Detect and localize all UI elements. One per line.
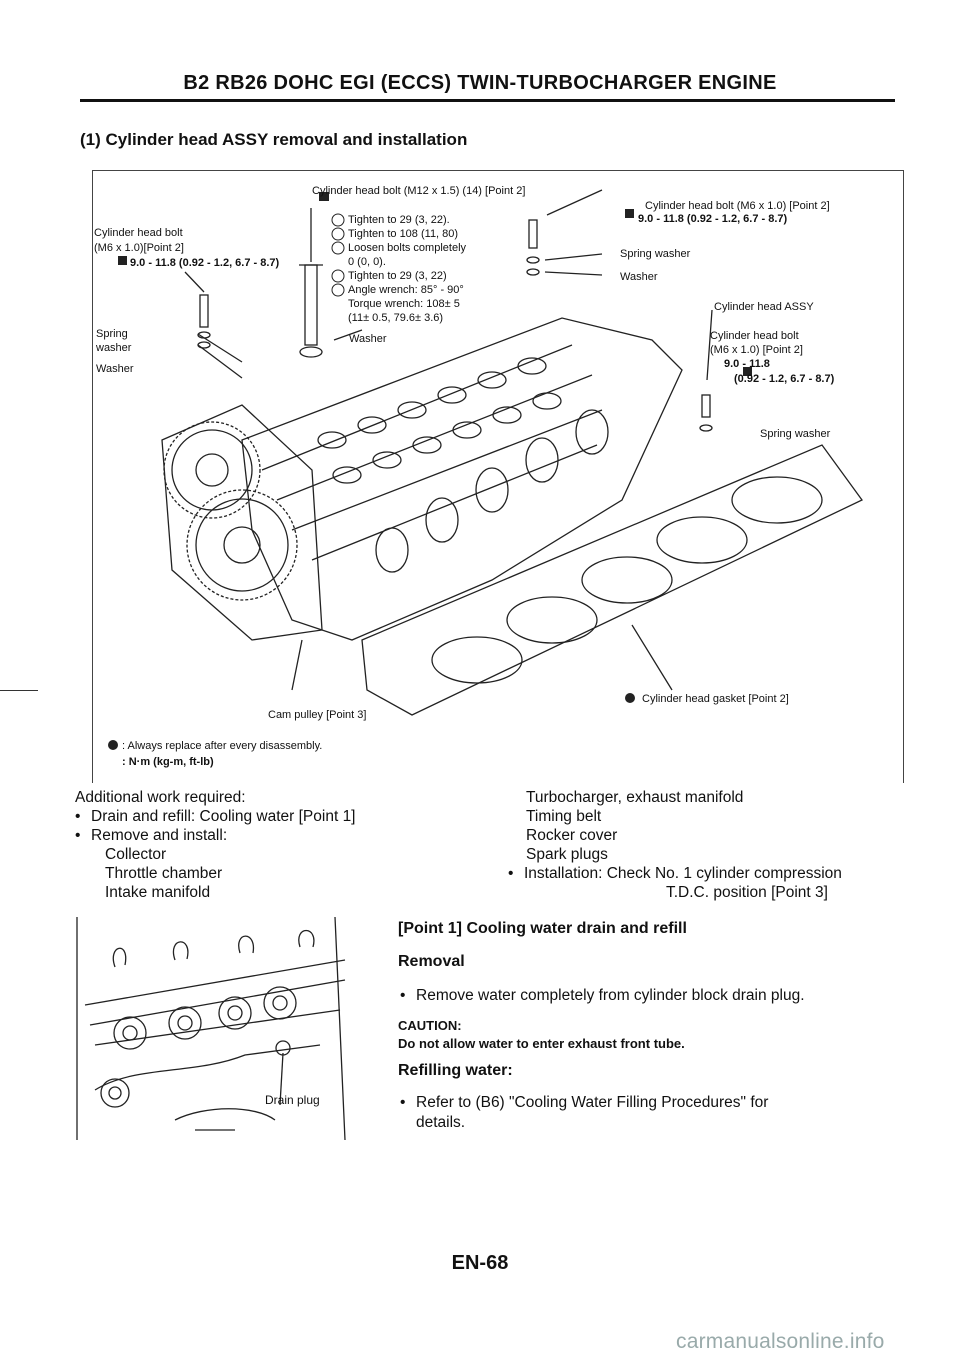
work-right-2: Rocker cover	[526, 827, 618, 844]
work-left-4: Throttle chamber	[105, 865, 223, 882]
point1-removal-heading: Removal	[398, 953, 465, 970]
edge-mark	[0, 690, 38, 691]
work-left-0: Additional work required:	[75, 789, 246, 806]
label-left-bolt-size: (M6 x 1.0)[Point 2]	[94, 242, 184, 254]
work-right-4: Installation: Check No. 1 cylinder compr…	[508, 864, 938, 883]
section-title: (1) Cylinder head ASSY removal and insta…	[80, 130, 468, 149]
step-3: Loosen bolts completely	[348, 242, 467, 254]
step-3-value: 0 (0, 0).	[348, 256, 386, 268]
head-bolt-left	[197, 294, 211, 349]
page-header-title: B2 RB26 DOHC EGI (ECCS) TWIN-TURBOCHARGE…	[183, 72, 777, 94]
work-right-5: T.D.C. position [Point 3]	[666, 884, 828, 901]
label-right-bolt2: Cylinder head bolt	[710, 330, 799, 342]
label-head-assy: Cylinder head ASSY	[714, 301, 814, 313]
label-drain-plug: Drain plug	[265, 1093, 320, 1107]
label-right-bolt2-size: (M6 x 1.0) [Point 2]	[710, 344, 803, 356]
label-right-washer: Washer	[620, 271, 658, 283]
work-right-column: Turbocharger, exhaust manifold Timing be…	[508, 788, 938, 902]
head-bolt-right	[699, 394, 713, 432]
work-left-3: Collector	[105, 846, 167, 863]
head-bolt-right-top	[526, 219, 540, 276]
label-top-bolt: Cylinder head bolt (M12 x 1.5) (14) [Poi…	[312, 185, 526, 197]
step-2: Tighten to 108 (11, 80)	[348, 228, 459, 240]
step-5-converted: (11± 0.5, 79.6± 3.6)	[348, 312, 444, 324]
label-right-bolt-torque: 9.0 - 11.8 (0.92 - 1.2, 6.7 - 8.7)	[638, 213, 788, 225]
label-right-bolt2-torque: 9.0 - 11.8	[724, 358, 770, 370]
step-list: Tighten to 29 (3, 22). Tighten to 108 (1…	[348, 213, 466, 325]
page-number: EN-68	[451, 1252, 509, 1274]
head-gasket	[361, 444, 863, 716]
gasket-bores	[431, 476, 823, 684]
cylinder-head-body	[241, 317, 683, 641]
label-right-spring2: Spring washer	[760, 428, 831, 440]
legend-replace: : Always replace after every disassembly…	[122, 740, 323, 752]
head-bolt-m12	[299, 264, 323, 358]
work-left-5: Intake manifold	[105, 884, 211, 901]
point1-title: [Point 1] Cooling water drain and refill	[398, 920, 687, 937]
point1-caution-label: CAUTION:	[398, 1018, 462, 1033]
point1-removal-item: Remove water completely from cylinder bl…	[400, 986, 805, 1005]
work-left-1: Drain and refill: Cooling water [Point 1…	[75, 807, 495, 826]
replace-icons	[108, 693, 635, 750]
step-number-circles	[331, 213, 345, 297]
label-right-bolt: Cylinder head bolt (M6 x 1.0) [Point 2]	[645, 200, 830, 212]
step-5-torque: Torque wrench: 108± 5	[348, 298, 460, 310]
work-right-0: Turbocharger, exhaust manifold	[526, 789, 744, 806]
work-left-2: Remove and install:	[75, 826, 495, 845]
step-4: Tighten to 29 (3, 22)	[348, 270, 447, 282]
work-right-3: Spark plugs	[526, 846, 608, 863]
point1-refill-item-cont: details.	[416, 1114, 466, 1131]
point1-refill-heading: Refilling water:	[398, 1062, 513, 1079]
work-right-1: Timing belt	[526, 808, 602, 825]
step-5: Angle wrench: 85° - 90°	[348, 284, 464, 296]
point1-caution-text: Do not allow water to enter exhaust fron…	[398, 1036, 685, 1051]
label-left-spring-2: washer	[96, 342, 132, 354]
label-left-bolt: Cylinder head bolt	[94, 227, 183, 239]
cylinder-head-illustration	[108, 189, 863, 750]
point1-refill-item: Refer to (B6) "Cooling Water Filling Pro…	[400, 1093, 768, 1112]
watermark: carmanualsonline.info	[676, 1330, 885, 1353]
label-left-spring: Spring	[96, 328, 128, 340]
label-cam-pulley: Cam pulley [Point 3]	[268, 709, 367, 721]
torque-icons	[118, 192, 752, 376]
label-left-washer: Washer	[96, 363, 134, 375]
label-right-spring: Spring washer	[620, 248, 691, 260]
label-left-bolt-torque: 9.0 - 11.8 (0.92 - 1.2, 6.7 - 8.7)	[130, 257, 280, 269]
cam-pulley-lower	[186, 489, 298, 601]
work-left-column: Additional work required: Drain and refi…	[75, 788, 495, 902]
legend-torque: : N·m (kg-m, ft-lb)	[122, 756, 214, 768]
drain-plug-leader	[279, 1052, 284, 1106]
label-washer-center: Washer	[349, 333, 387, 345]
label-head-gasket: Cylinder head gasket [Point 2]	[642, 693, 789, 705]
label-right-bolt2-torque-2: (0.92 - 1.2, 6.7 - 8.7)	[734, 373, 835, 385]
figure-frame	[92, 170, 904, 783]
intake-ports	[375, 409, 609, 573]
header-rule	[80, 99, 895, 102]
camshaft-lobes	[317, 357, 562, 484]
timing-cover	[161, 404, 323, 641]
step-1: Tighten to 29 (3, 22).	[348, 214, 450, 226]
drain-plug-illustration	[76, 916, 346, 1141]
